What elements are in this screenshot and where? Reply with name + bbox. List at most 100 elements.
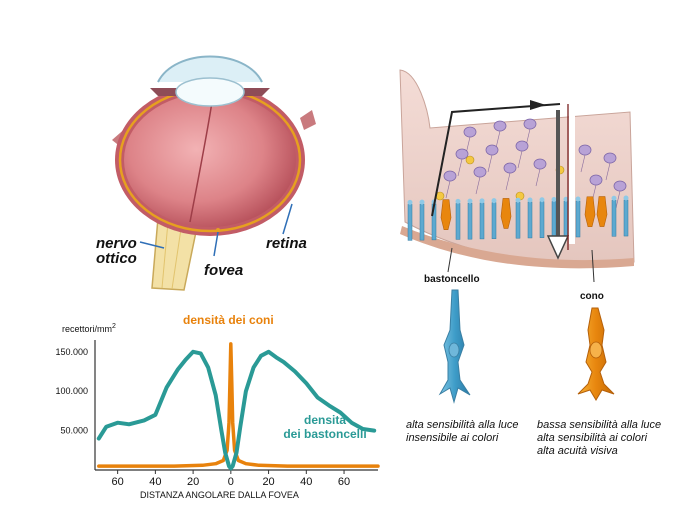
rod-photoreceptor xyxy=(479,202,485,240)
neuron-cell xyxy=(493,120,507,132)
legend-cones: densità dei coni xyxy=(183,313,274,327)
neuron-cell xyxy=(485,144,499,156)
neuron-cell xyxy=(589,174,603,186)
rod-photoreceptor xyxy=(539,201,545,238)
neuron-cell xyxy=(533,158,547,170)
x-tick-label: 0 xyxy=(228,476,234,488)
neuron-fiber xyxy=(457,158,463,177)
leader-nervo xyxy=(139,241,165,249)
rod-nucleus xyxy=(575,196,581,202)
rod-cell-illustration xyxy=(438,289,471,404)
chart-x-label: DISTANZA ANGOLARE DALLA FOVEA xyxy=(140,490,299,500)
rod-photoreceptor xyxy=(515,201,521,239)
cone-cell-illustration xyxy=(577,307,615,401)
rod-nucleus xyxy=(467,198,473,204)
light-arrow-signal xyxy=(431,103,561,217)
caption-cone-line-1: bassa sensibilità alla luce xyxy=(537,419,662,431)
chart-y-label: recettori/mm2 xyxy=(62,323,116,334)
lens xyxy=(175,77,245,107)
x-tick-label: 20 xyxy=(262,476,274,488)
rod-photoreceptor xyxy=(467,202,473,240)
neuron-cell xyxy=(473,166,487,178)
x-tick-label: 40 xyxy=(300,476,312,488)
x-tick-label: 60 xyxy=(338,476,350,488)
neuron-fiber xyxy=(475,176,481,195)
neuron-fiber xyxy=(580,154,586,173)
neuron-cell xyxy=(455,148,469,160)
pigment-epithelium xyxy=(400,226,634,269)
rod-nucleus xyxy=(479,198,485,204)
cone-photoreceptor xyxy=(440,199,452,230)
rod-nucleus xyxy=(623,195,629,201)
caption-cone-line-2: alta sensibilità ai colori xyxy=(537,432,648,444)
rod-photoreceptor xyxy=(611,200,617,237)
vitreous-body xyxy=(124,93,296,227)
series-line-cones xyxy=(97,342,380,468)
label-ottico: ottico xyxy=(96,250,137,267)
x-tick-label: 20 xyxy=(187,476,199,488)
rod-nucleus xyxy=(551,196,557,202)
neuron-cell xyxy=(523,118,537,130)
rod-nucleus xyxy=(407,199,413,205)
rod-nucleus xyxy=(539,197,545,203)
eye-diagram xyxy=(112,55,316,291)
rod-nucleus xyxy=(491,198,497,204)
label-bastoncello: bastoncello xyxy=(424,274,480,285)
y-tick-label: 150.000 xyxy=(55,347,88,357)
y-tick-label: 50.000 xyxy=(60,426,88,436)
neuron-cell xyxy=(603,152,617,164)
horizontal-cell xyxy=(465,155,475,165)
leader-cone xyxy=(591,249,595,283)
cone-photoreceptor xyxy=(500,198,512,229)
rod-nucleus xyxy=(455,198,461,204)
label-fovea: fovea xyxy=(204,262,244,279)
rod-photoreceptor xyxy=(407,204,413,241)
light-arrow-head-2 xyxy=(546,235,570,260)
photoreceptor-layer xyxy=(407,195,629,241)
x-tick-label: 40 xyxy=(149,476,161,488)
retina-section xyxy=(399,69,635,283)
eye-muscle-right xyxy=(300,110,316,130)
label-retina: retina xyxy=(266,235,307,252)
caption-rod-line-1: alta sensibilità alla luce xyxy=(406,419,519,431)
rod-photoreceptor xyxy=(455,203,461,240)
rod-photoreceptor xyxy=(575,200,581,238)
neuron-cell xyxy=(515,140,529,152)
neuron-cell xyxy=(578,144,592,156)
rod-nucleus xyxy=(611,195,617,201)
neuron-fiber xyxy=(495,130,501,149)
series-line-rods xyxy=(96,349,377,471)
rod-photoreceptor xyxy=(527,201,533,239)
rod-nucleus xyxy=(419,199,425,205)
light-arrow-head-1 xyxy=(530,100,546,110)
neuron-fiber xyxy=(517,150,523,169)
label-cono: cono xyxy=(580,291,604,302)
rod-photoreceptor xyxy=(623,199,629,237)
neuron-fiber xyxy=(445,180,451,199)
rod-nucleus xyxy=(563,196,569,202)
rod-nucleus xyxy=(515,197,521,203)
neuron-fiber xyxy=(505,172,511,191)
receptor-density-chart: 60 40 20 0 20 40 60 150.000 100.000 50.000 xyxy=(55,340,380,488)
y-label-text: recettori/mm xyxy=(62,324,113,334)
x-tick-label: 60 xyxy=(112,476,124,488)
neuron-fiber xyxy=(535,168,541,187)
rod-photoreceptor xyxy=(419,203,425,241)
neuron-cell xyxy=(503,162,517,174)
neuron-cell xyxy=(463,126,477,138)
cone-photoreceptor xyxy=(596,196,608,227)
rod-photoreceptor xyxy=(491,202,497,239)
leader-rod xyxy=(447,247,453,273)
neuron-fiber xyxy=(615,190,621,209)
neuron-cell xyxy=(613,180,627,192)
leader-retina xyxy=(282,203,293,235)
fovea-point xyxy=(216,228,220,232)
hyaloid-canal xyxy=(189,101,213,223)
rod-photoreceptor xyxy=(551,201,557,238)
caption-cone-line-3: alta acuità visiva xyxy=(537,445,618,457)
neuron-fiber xyxy=(487,154,493,173)
y-tick-label: 100.000 xyxy=(55,386,88,396)
